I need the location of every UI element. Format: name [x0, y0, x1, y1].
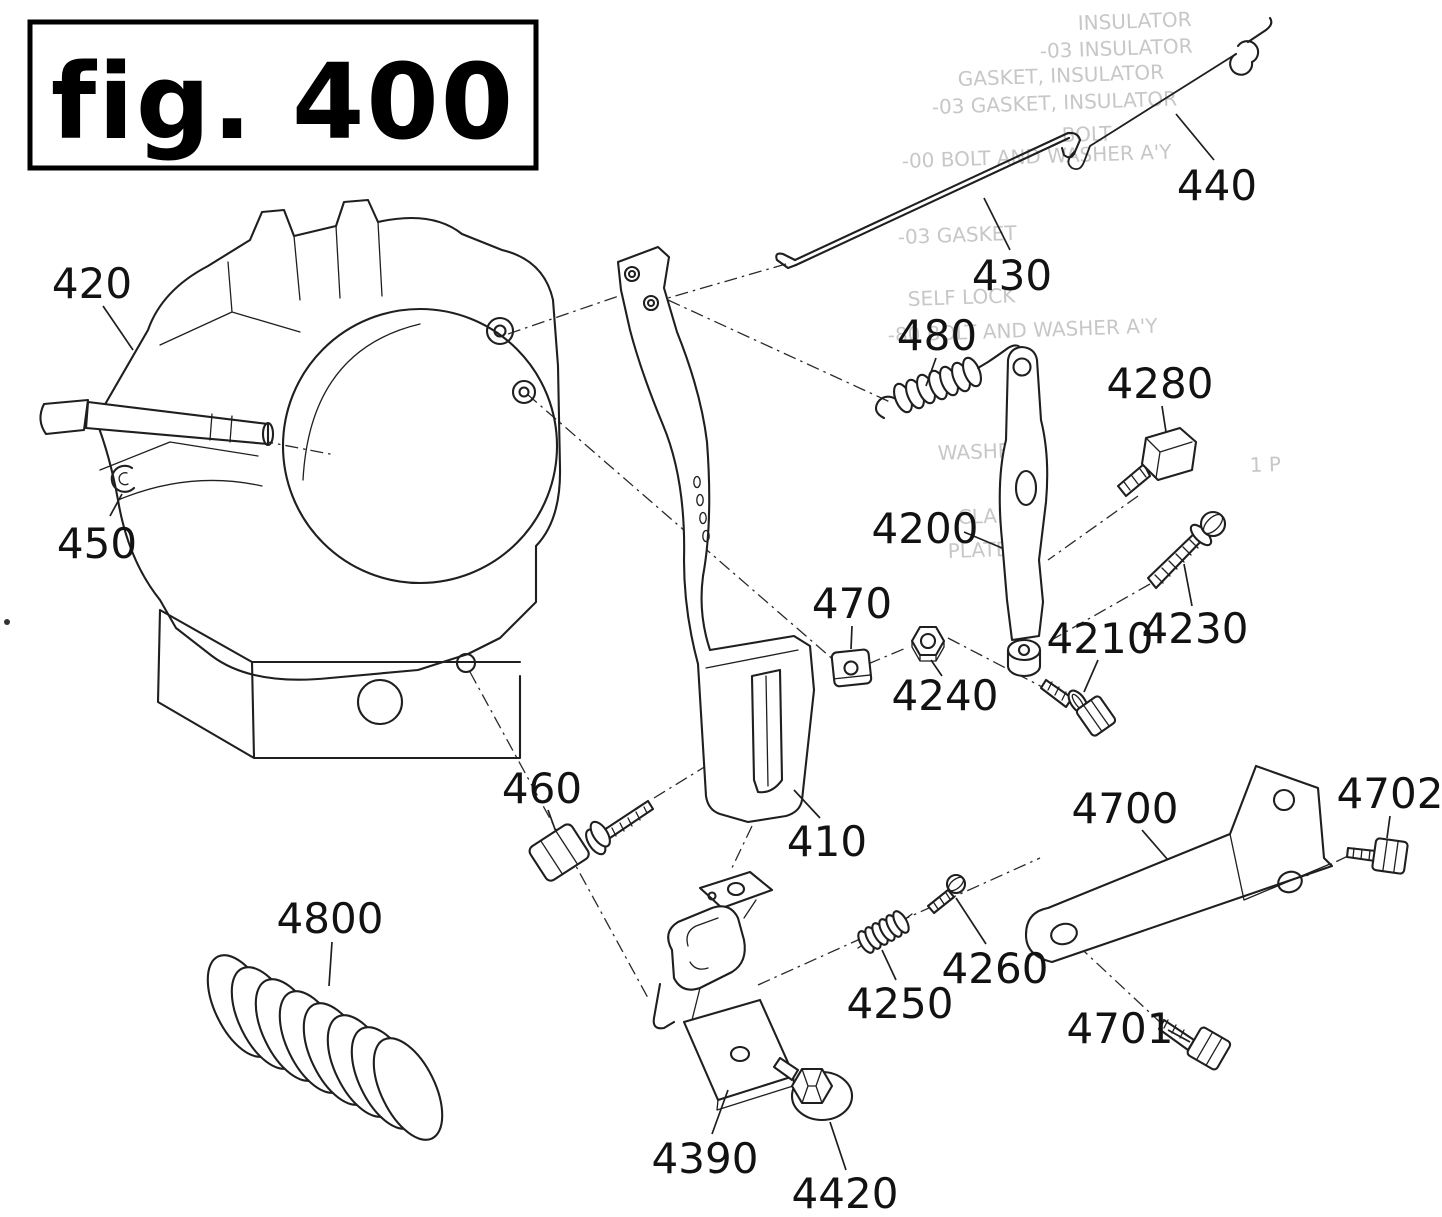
ghost-text: -03 GASKET	[897, 221, 1017, 249]
part-label-420: 420	[52, 259, 132, 308]
part-label-4250: 4250	[847, 979, 954, 1028]
part-440-spring-wire	[1067, 16, 1273, 171]
part-480-spring	[874, 344, 1024, 420]
ghost-text: -00 BOLT AND WASHER A'Y	[901, 140, 1172, 173]
part-label-4210: 4210	[1047, 614, 1154, 663]
part-number-labels: 420 450 460 410 470 480 430 440 4280 420…	[52, 161, 1442, 1217]
part-4200-lever	[998, 345, 1049, 678]
part-label-4230: 4230	[1142, 604, 1249, 653]
part-4280-bolt	[1116, 426, 1198, 498]
scan-artifact-dot	[4, 619, 10, 625]
ghost-text: BOLT	[1061, 121, 1112, 147]
part-4230-screw	[1146, 510, 1227, 590]
part-label-4420: 4420	[792, 1169, 899, 1217]
part-label-4200: 4200	[872, 504, 979, 553]
part-label-4702: 4702	[1337, 769, 1442, 818]
part-label-470: 470	[812, 579, 892, 628]
ghost-text-block: INSULATOR -03 INSULATOR GASKET, INSULATO…	[887, 7, 1281, 563]
ghost-text: 1 P	[1249, 452, 1281, 477]
part-4260-screw	[926, 873, 967, 915]
engine-crankcase	[94, 198, 562, 760]
leader-lines	[102, 113, 1391, 1171]
ghost-text: -03 INSULATOR	[1039, 34, 1193, 63]
part-430-rod	[775, 131, 1082, 270]
part-label-4240: 4240	[892, 671, 999, 720]
part-label-450: 450	[57, 519, 137, 568]
part-label-4390: 4390	[652, 1134, 759, 1183]
part-420-rod	[39, 398, 275, 447]
part-4240-nut	[910, 625, 946, 662]
part-4390-bracket	[652, 870, 796, 1111]
part-label-480: 480	[897, 311, 977, 360]
part-460-bolt	[528, 799, 655, 882]
part-label-4260: 4260	[942, 944, 1049, 993]
part-label-460: 460	[502, 764, 582, 813]
part-410-governor-arm	[616, 245, 816, 824]
ghost-text: PLATE	[947, 537, 1008, 563]
ghost-text: GASKET, INSULATOR	[957, 60, 1164, 91]
part-label-4701: 4701	[1067, 1004, 1174, 1053]
part-4420-flange-bolt	[772, 1056, 854, 1122]
part-label-410: 410	[787, 817, 867, 866]
part-label-4700: 4700	[1072, 784, 1179, 833]
part-4250-spring	[857, 910, 913, 954]
part-label-430: 430	[972, 251, 1052, 300]
alignment-centerlines	[59, 263, 1349, 1067]
part-450-clip	[110, 464, 136, 493]
figure-title: fig. 400	[51, 41, 515, 163]
figure-title-box: fig. 400	[27, 19, 539, 171]
part-4210-bolt	[1039, 678, 1117, 737]
part-4702-bolt	[1345, 837, 1409, 875]
part-label-4280: 4280	[1107, 359, 1214, 408]
part-label-4800: 4800	[277, 894, 384, 943]
ghost-text: SELF LOCK	[907, 283, 1016, 311]
part-4800-spring	[206, 954, 444, 1141]
ghost-text: INSULATOR	[1077, 7, 1192, 35]
part-4700-bracket	[1024, 764, 1334, 964]
part-470-square-nut	[830, 648, 873, 688]
part-label-440: 440	[1177, 161, 1257, 210]
